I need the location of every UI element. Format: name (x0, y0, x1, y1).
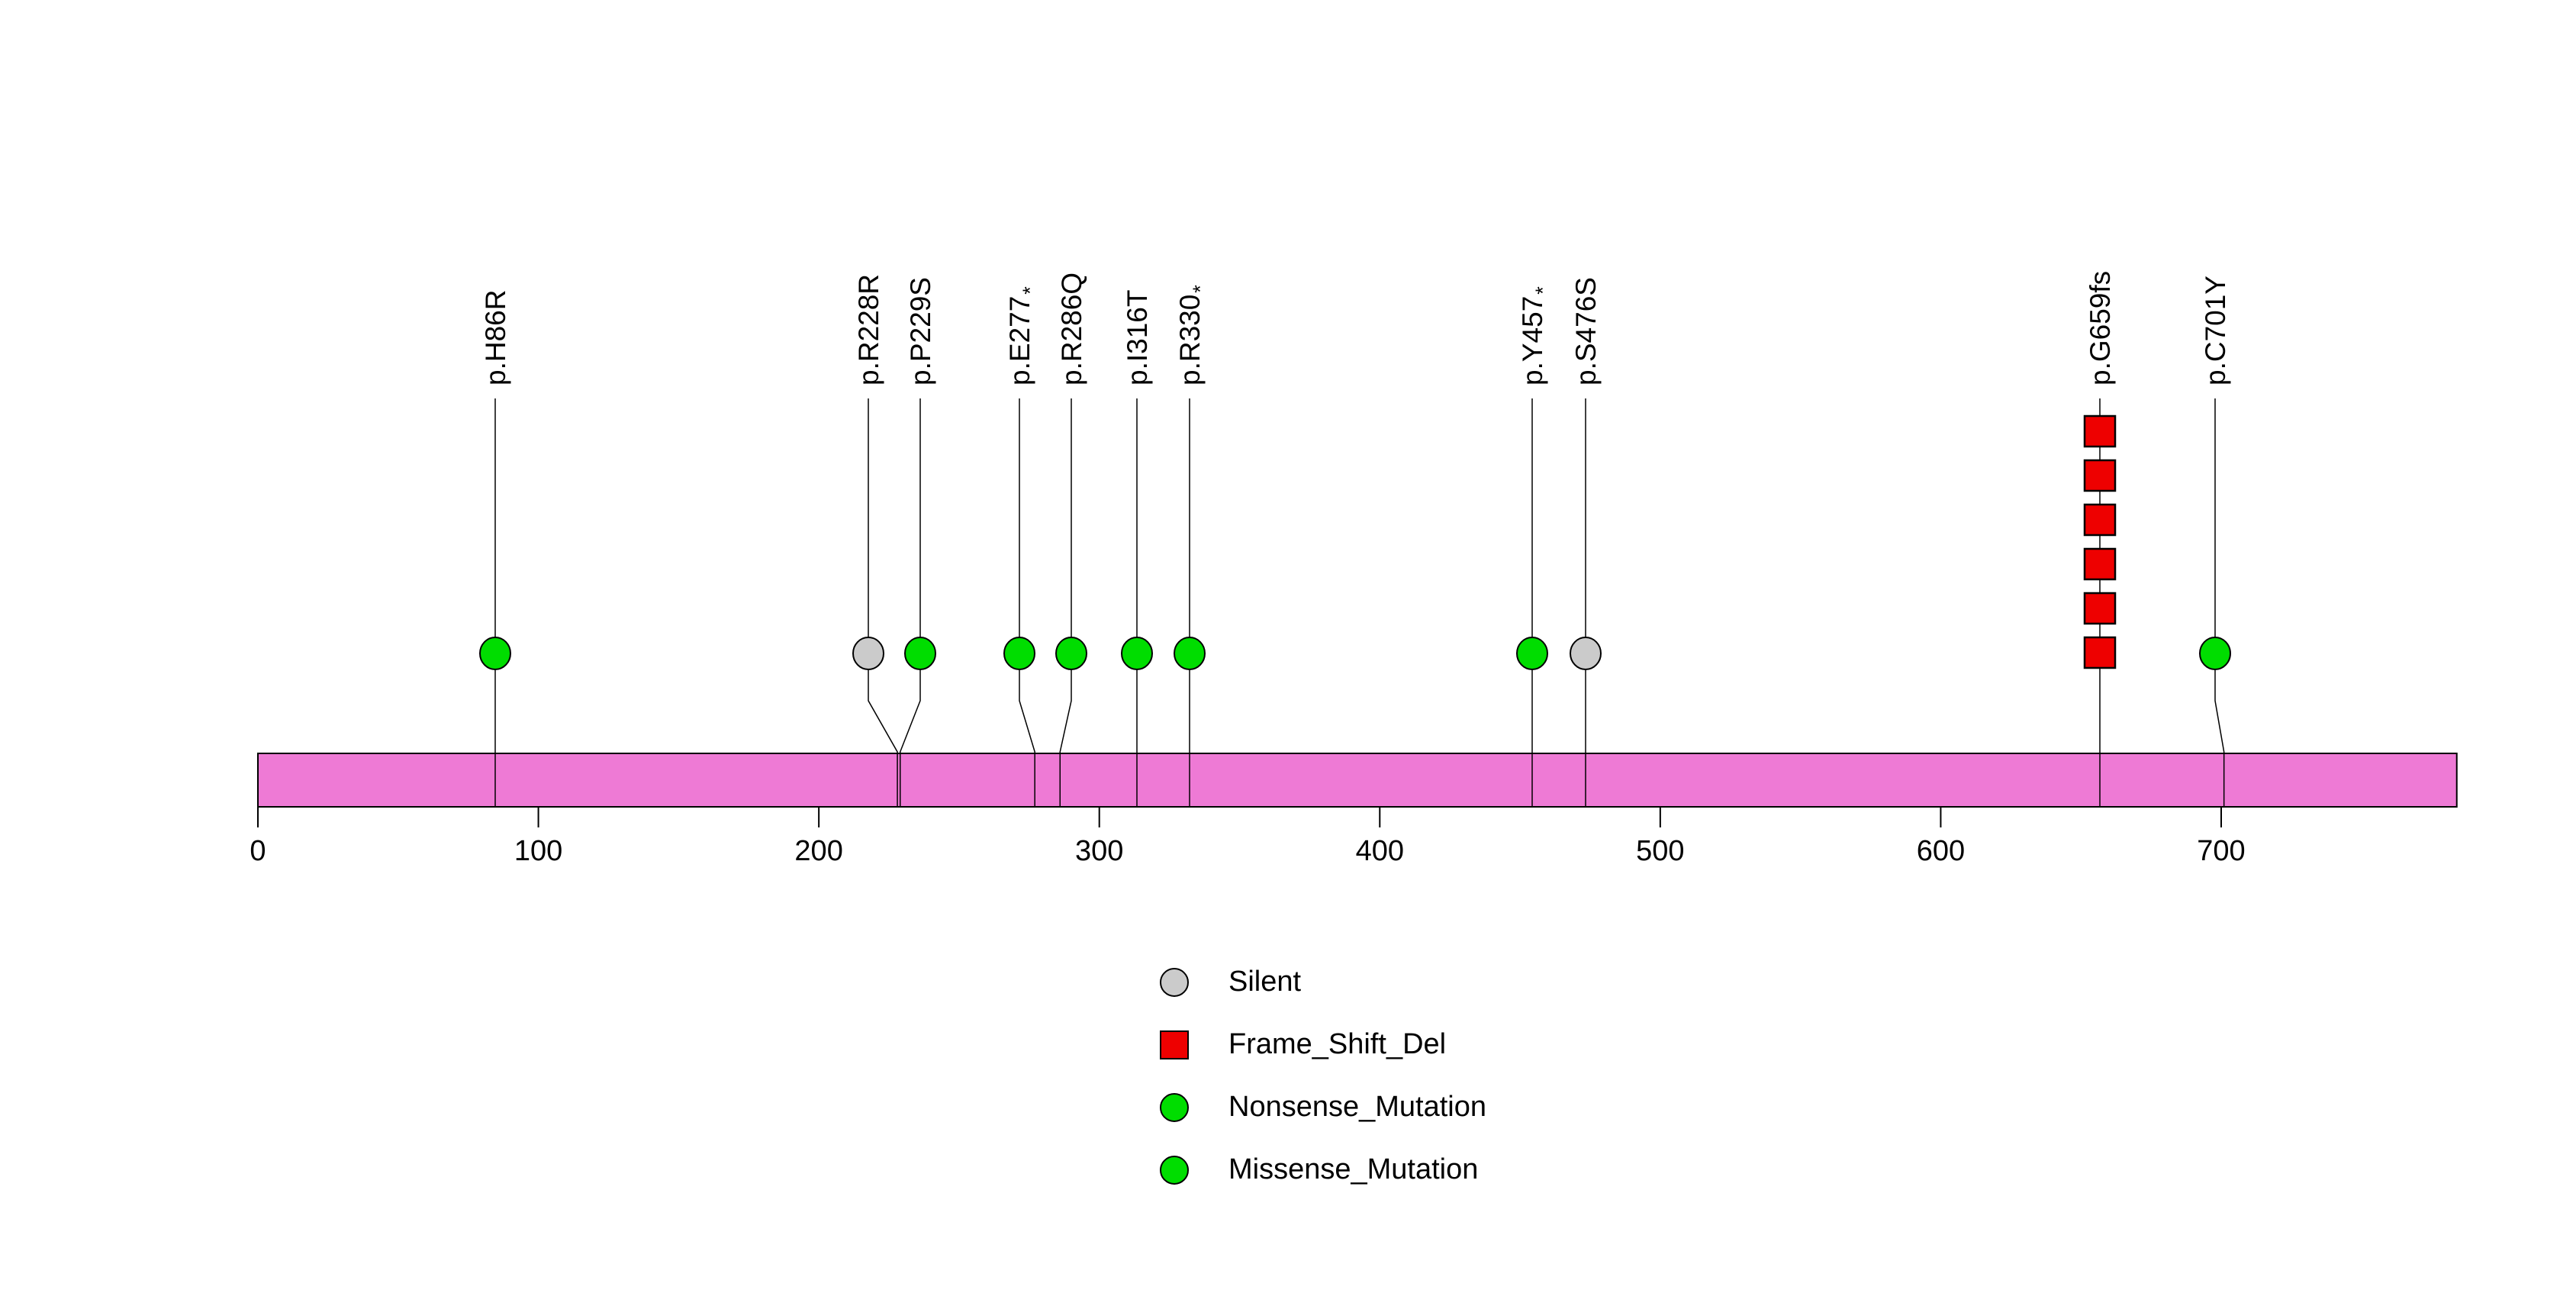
mutation-circle (852, 637, 884, 670)
mutation-label: p.H86R (480, 290, 511, 385)
mutation-label: p.R286Q (1056, 273, 1087, 385)
mutation-circle (479, 637, 511, 670)
mutation-circle (1003, 637, 1035, 670)
legend-item-frame-shift-del: Frame_Shift_Del (1160, 1028, 1486, 1061)
lollipop-p.H86R: p.H86R (479, 290, 511, 807)
axis-tick-label: 200 (794, 835, 842, 867)
mutation-circle (1570, 637, 1602, 670)
mutation-label: p.C701Y (2200, 276, 2231, 385)
mutation-square (2083, 547, 2117, 581)
lollipop-stem (2214, 398, 2225, 807)
lollipop-p.E277*: p.E277* (1003, 286, 1042, 807)
mutation-label: p.G659fs (2085, 271, 2116, 385)
lollipop-stem (899, 398, 921, 807)
lollipop-stem (868, 398, 898, 807)
protein-bar (257, 753, 2458, 808)
lollipop-p.S476S: p.S476S (1570, 277, 1602, 807)
legend-item-missense-mutation: Missense_Mutation (1160, 1153, 1486, 1186)
mutation-square (2083, 503, 2117, 537)
axis-tick-label: 500 (1636, 835, 1684, 867)
lollipop-p.I316T: p.I316T (1121, 290, 1153, 807)
mutation-label: p.R330* (1174, 285, 1212, 385)
mutation-label: p.S476S (1570, 277, 1602, 385)
lollipop-p.Y457*: p.Y457* (1516, 286, 1554, 807)
lollipop-stem (1059, 398, 1072, 807)
axis-tick-label: 400 (1356, 835, 1404, 867)
mutation-circle (1121, 637, 1153, 670)
mutation-square (2083, 636, 2117, 669)
mutation-circle (2199, 637, 2231, 670)
lollipop-p.G659fs: p.G659fs (2083, 271, 2117, 807)
mutation-circle (1055, 637, 1087, 670)
mutation-label: p.P229S (905, 277, 936, 385)
frame-shift-del-marker-icon (1160, 1030, 1189, 1059)
axis-tick-label: 700 (2197, 835, 2245, 867)
mutation-circle (1516, 637, 1548, 670)
missense-mutation-marker-icon (1160, 1155, 1189, 1185)
legend-item-label: Silent (1228, 966, 1302, 998)
legend: Silent Frame_Shift_Del Nonsense_Mutation… (1160, 966, 1486, 1186)
mutation-square (2083, 414, 2117, 448)
mutation-label: p.Y457* (1517, 286, 1554, 385)
axis-tick-label: 0 (250, 835, 266, 867)
lollipop-p.R228R: p.R228R (852, 274, 898, 807)
mutation-circle (1174, 637, 1206, 670)
mutation-label: p.R228R (853, 274, 884, 385)
nonsense-mutation-marker-icon (1160, 1092, 1189, 1122)
mutation-square (2083, 592, 2117, 625)
mutation-label: p.E277* (1004, 286, 1042, 385)
legend-item-label: Frame_Shift_Del (1228, 1028, 1447, 1060)
axis-tick-label: 600 (1917, 835, 1965, 867)
lollipop-p.P229S: p.P229S (899, 277, 936, 807)
lollipop-stem (1019, 398, 1035, 807)
lollipop-p.C701Y: p.C701Y (2199, 276, 2231, 807)
legend-item-nonsense-mutation: Nonsense_Mutation (1160, 1091, 1486, 1124)
lollipop-p.R330*: p.R330* (1174, 285, 1212, 807)
legend-item-label: Missense_Mutation (1228, 1153, 1479, 1185)
silent-marker-icon (1160, 967, 1189, 997)
legend-item-silent: Silent (1160, 966, 1486, 998)
mutation-circle (904, 637, 936, 670)
mutation-square (2083, 459, 2117, 492)
axis-tick-label: 100 (514, 835, 562, 867)
axis-tick-label: 300 (1075, 835, 1123, 867)
lollipop-p.R286Q: p.R286Q (1055, 273, 1087, 807)
legend-item-label: Nonsense_Mutation (1228, 1091, 1486, 1123)
mutation-label: p.I316T (1122, 290, 1153, 385)
